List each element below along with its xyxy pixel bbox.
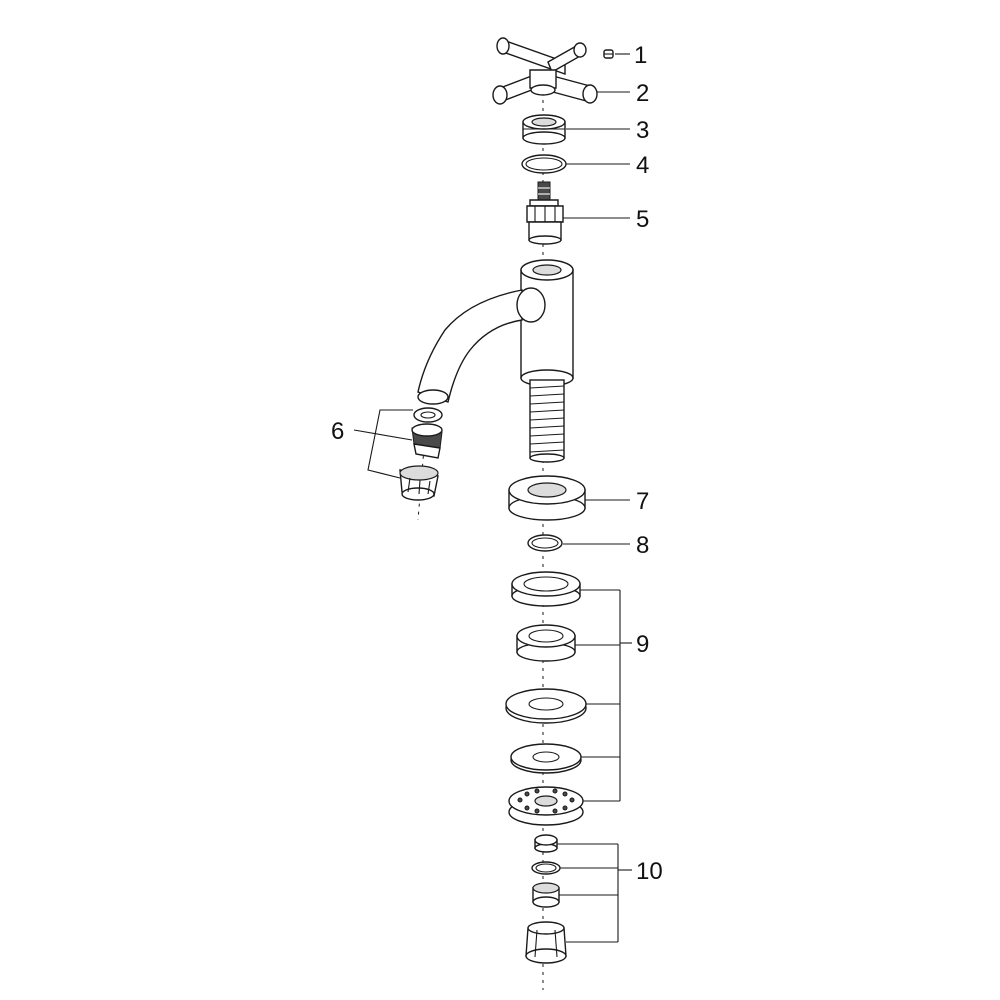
- ring-washer-b: [516, 624, 576, 662]
- flat-washer: [510, 743, 582, 774]
- threaded-shank: [529, 379, 565, 463]
- ring-washer-a: [511, 571, 581, 607]
- compression-ring: [532, 882, 560, 908]
- callout-9: 9: [636, 631, 649, 658]
- callout-3: 3: [636, 117, 649, 144]
- aerator-insert: [411, 423, 443, 459]
- callout-labels: 1 2 3 4 5 6 7 8 9 10: [331, 42, 663, 885]
- leader-lines: [353, 53, 632, 943]
- callout-2: 2: [636, 80, 649, 107]
- leader-6-bracket: [367, 409, 413, 479]
- o-ring-top: [521, 154, 567, 174]
- cross-handle: [492, 37, 598, 105]
- cap-nut: [522, 114, 566, 145]
- valve-cartridge: [526, 181, 564, 245]
- screw: [603, 49, 614, 59]
- o-ring-base: [527, 534, 563, 552]
- callout-8: 8: [636, 532, 649, 559]
- fitting-o-ring: [531, 861, 561, 875]
- fitting-washer: [534, 834, 558, 853]
- callout-1: 1: [634, 42, 647, 69]
- callout-10: 10: [636, 858, 663, 885]
- faucet-body: [417, 259, 574, 405]
- aerator-washer: [413, 407, 443, 423]
- union-nut: [525, 921, 567, 964]
- flat-gasket: [505, 688, 587, 724]
- lock-plate: [508, 786, 584, 826]
- callout-6: 6: [331, 418, 344, 445]
- callout-7: 7: [636, 488, 649, 515]
- aerator-housing: [399, 465, 439, 501]
- callout-5: 5: [636, 206, 649, 233]
- base-rosette: [508, 475, 586, 521]
- callout-4: 4: [636, 152, 649, 179]
- leader-6: [353, 429, 413, 441]
